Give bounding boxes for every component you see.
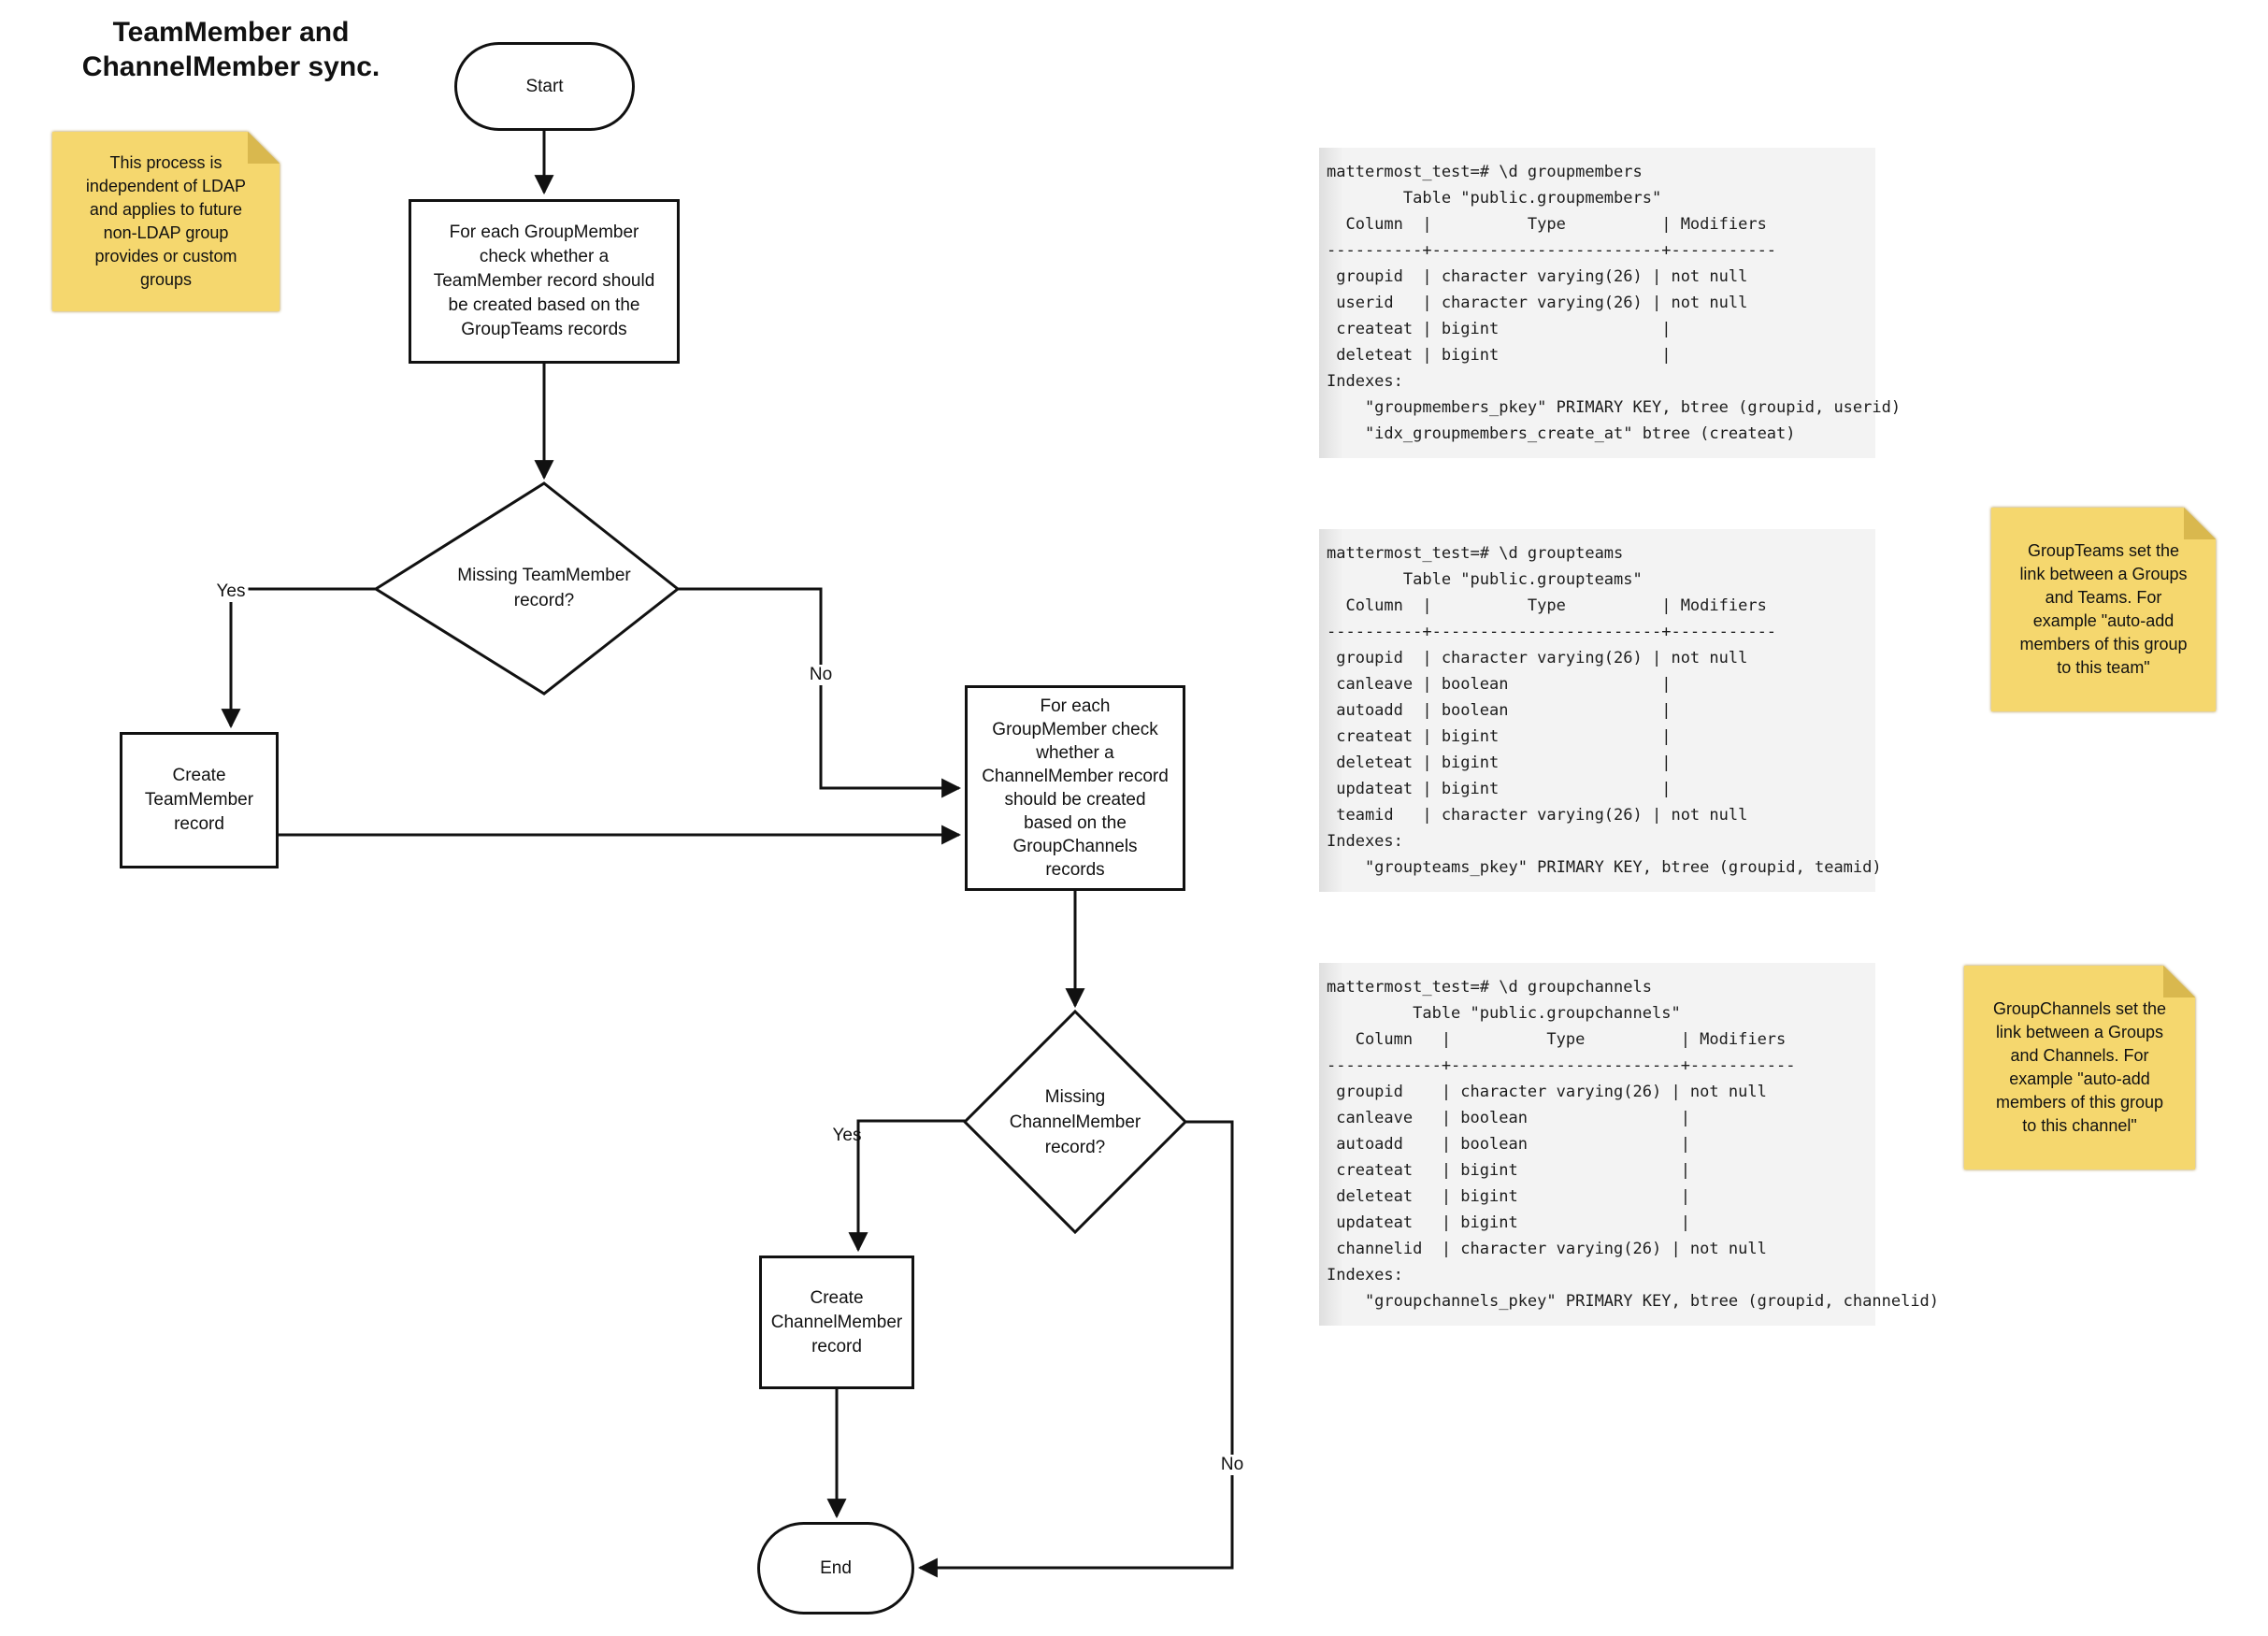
- edge-decision2-yes: [848, 1119, 965, 1253]
- decision1-label: Missing TeamMember record?: [457, 566, 631, 610]
- code-block-groupteams: mattermost_test=# \d groupteams Table "p…: [1319, 529, 1882, 892]
- edge-decision1-no: [678, 587, 962, 798]
- decision1-yes-label: Yes: [213, 581, 249, 602]
- code-block-groupteams-text: mattermost_test=# \d groupteams Table "p…: [1327, 544, 1882, 877]
- sticky-note-groupchannels: GroupChannels set the link between a Gro…: [1964, 966, 2195, 1170]
- folded-corner-icon: [2184, 508, 2216, 539]
- code-block-groupmembers: mattermost_test=# \d groupmembers Table …: [1319, 148, 1902, 458]
- decision2-label: Missing ChannelMember record?: [1009, 1087, 1141, 1157]
- code-block-groupchannels: mattermost_test=# \d groupchannels Table…: [1319, 963, 1940, 1326]
- decision1-diamond: [373, 481, 681, 696]
- folded-corner-icon: [248, 132, 280, 164]
- sticky-note-groupchannels-text: GroupChannels set the link between a Gro…: [1964, 966, 2195, 1170]
- edge-decision2-no: [917, 1120, 1234, 1578]
- process1-node: For each GroupMember check whether a Tea…: [409, 199, 680, 364]
- process2-node: For each GroupMember check whether a Cha…: [965, 685, 1185, 891]
- create-channelmember-node: Create ChannelMember record: [759, 1256, 914, 1389]
- edge-decision1-yes: [221, 587, 376, 729]
- sticky-note-groupteams: GroupTeams set the link between a Groups…: [1991, 508, 2216, 711]
- code-block-groupchannels-text: mattermost_test=# \d groupchannels Table…: [1327, 978, 1940, 1311]
- decision2-yes-label: Yes: [832, 1126, 862, 1145]
- sticky-note-process-text: This process is independent of LDAP and …: [52, 132, 280, 311]
- sticky-note-process: This process is independent of LDAP and …: [52, 132, 280, 311]
- create-teammember-node: Create TeamMember record: [120, 732, 279, 868]
- sticky-note-groupteams-text: GroupTeams set the link between a Groups…: [1991, 508, 2216, 711]
- start-node: Start: [454, 42, 635, 131]
- decision2-no-label: No: [1217, 1455, 1247, 1475]
- decision2-diamond: [962, 1009, 1188, 1235]
- code-block-groupmembers-text: mattermost_test=# \d groupmembers Table …: [1327, 163, 1902, 443]
- page-title: TeamMember and ChannelMember sync.: [81, 17, 380, 82]
- folded-corner-icon: [2163, 966, 2195, 997]
- decision1-no-label: No: [806, 665, 836, 685]
- end-node: End: [757, 1522, 914, 1614]
